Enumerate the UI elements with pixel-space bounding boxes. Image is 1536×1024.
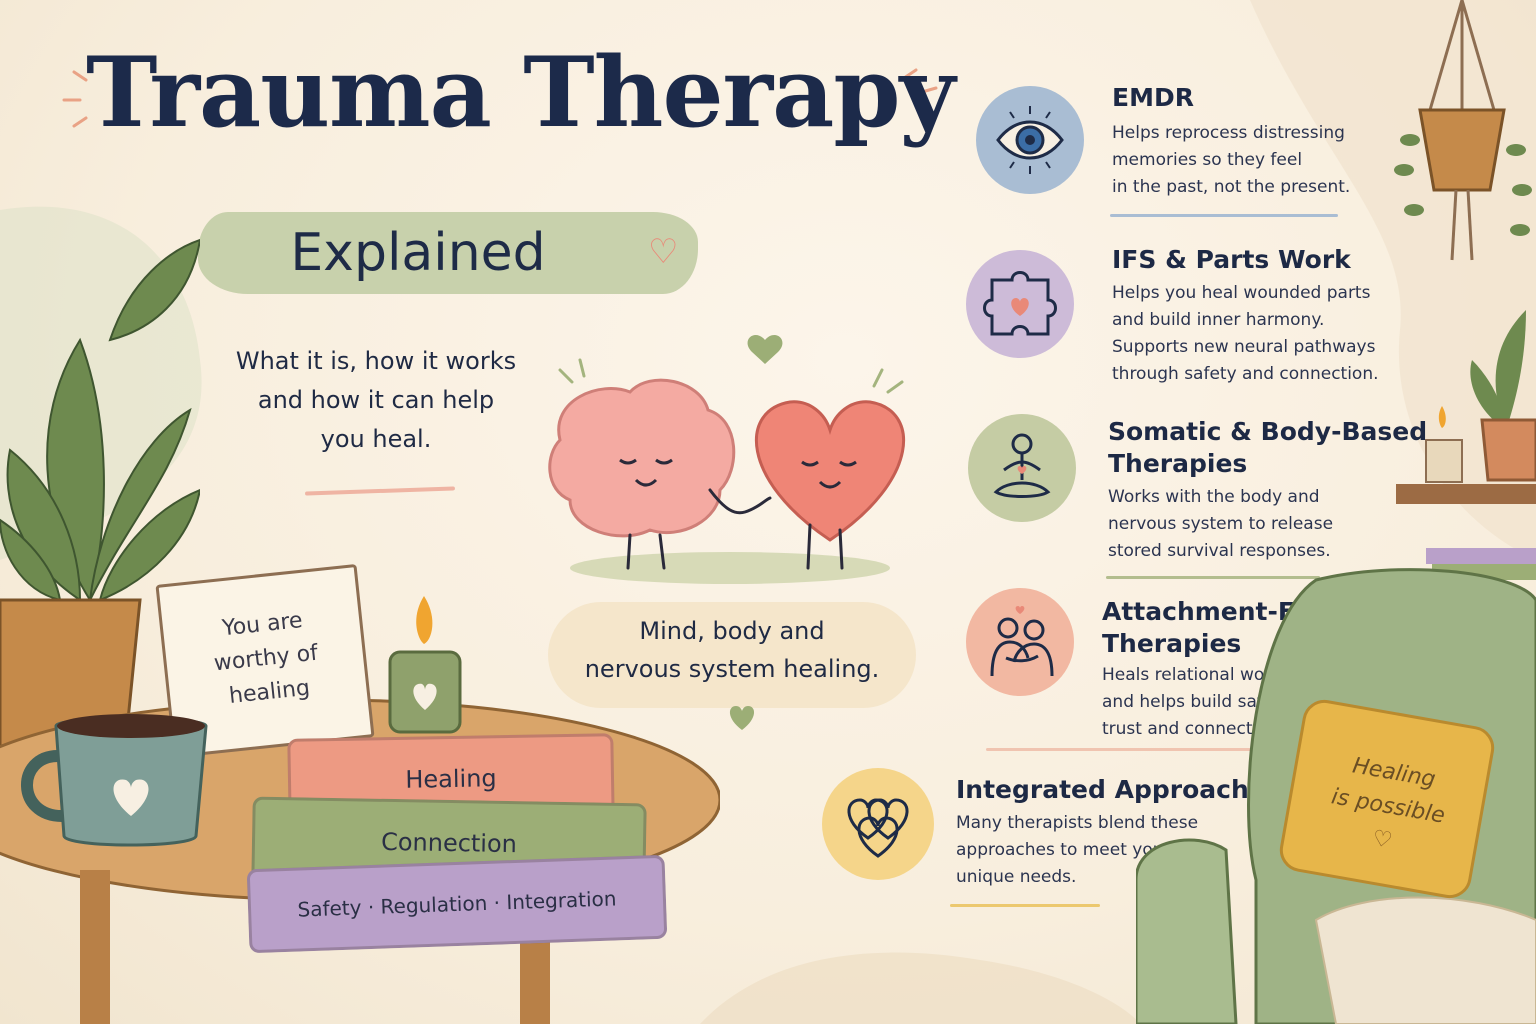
mug-handle xyxy=(21,750,63,822)
throw-blanket xyxy=(1314,896,1536,1024)
title-line: Therapies xyxy=(1102,629,1242,658)
bubble-line: Mind, body and xyxy=(639,617,825,645)
flame-icon xyxy=(1438,406,1446,428)
leaf xyxy=(89,407,192,601)
leaf xyxy=(1470,360,1506,430)
description-line: Many therapists blend these xyxy=(956,813,1199,833)
subtitle-banner xyxy=(198,212,698,294)
title-sparkles xyxy=(62,68,938,128)
therapy-title: Somatic & Body-Based Therapies xyxy=(1108,416,1427,480)
tagline-line: What it is, how it works xyxy=(235,347,517,375)
description-line: Helps you heal wounded parts xyxy=(1112,283,1371,303)
description-line: and helps build safety, xyxy=(1102,692,1296,712)
book-safety-regulation-integration: Safety · Regulation · Integration xyxy=(246,854,668,954)
leaf xyxy=(98,488,200,602)
candle xyxy=(1425,439,1463,483)
divider xyxy=(1110,214,1338,217)
therapy-icon-circle xyxy=(968,414,1076,522)
divider xyxy=(1106,576,1320,579)
divider xyxy=(950,904,1100,907)
title-line: Somatic & Body-Based xyxy=(1108,417,1428,446)
holding-hands xyxy=(708,488,772,515)
heart-icon xyxy=(729,706,755,730)
smile xyxy=(634,478,658,487)
description-line: through safety and connection. xyxy=(1112,364,1379,384)
therapy-icon-circle xyxy=(822,768,934,880)
description-line: Works with the body and xyxy=(1108,487,1320,507)
description-line: Helps reprocess distressing xyxy=(1112,123,1345,143)
shelf-board xyxy=(1396,484,1536,504)
description-line: Heals relational wounds xyxy=(1102,665,1306,685)
chair-arm xyxy=(1136,838,1238,1024)
description-line: trust and connection. xyxy=(1102,719,1284,739)
brain-and-heart-characters xyxy=(548,335,906,584)
heart-character xyxy=(754,400,906,542)
page-subtitle: Explained xyxy=(290,223,546,283)
leaf xyxy=(108,238,200,342)
description-line: Supports new neural pathways xyxy=(1112,337,1376,357)
candle-illustration xyxy=(388,596,462,734)
description-line: memories so they feel xyxy=(1112,150,1303,170)
therapy-icon-circle xyxy=(966,588,1074,696)
therapy-icon-circle xyxy=(976,86,1084,194)
therapy-description: Many therapists blend these approaches t… xyxy=(956,810,1198,891)
therapy-icon-circle xyxy=(966,250,1074,358)
therapy-description: Helps you heal wounded parts and build i… xyxy=(1112,280,1379,388)
closed-eyes xyxy=(619,458,673,465)
brain-character xyxy=(548,378,736,538)
description-line: nervous system to release xyxy=(1108,514,1334,534)
bubble-line: nervous system healing. xyxy=(584,655,880,683)
therapy-description: Works with the body and nervous system t… xyxy=(1108,484,1333,565)
description-line: unique needs. xyxy=(956,867,1077,887)
interlocking-hearts-icon xyxy=(847,798,909,858)
meditation-icon xyxy=(993,433,1051,498)
planter xyxy=(1418,108,1506,192)
smile xyxy=(818,480,842,489)
description-line: approaches to meet your xyxy=(956,840,1171,860)
closed-eyes xyxy=(801,460,857,467)
speech-bubble xyxy=(548,602,916,708)
therapy-title: IFS & Parts Work xyxy=(1112,245,1351,274)
therapy-description: Heals relational wounds and helps build … xyxy=(1102,662,1305,743)
eye-icon xyxy=(996,106,1064,174)
shelf-illustration xyxy=(1396,310,1536,580)
therapy-description: Helps reprocess distressing memories so … xyxy=(1112,120,1350,201)
leaf xyxy=(0,518,62,602)
plant-pot xyxy=(1480,418,1536,482)
page-title: Trauma Therapy xyxy=(86,36,955,149)
flame-icon xyxy=(416,596,433,644)
heart-icon: ♡ xyxy=(648,232,679,272)
mug-illustration xyxy=(21,714,208,847)
leaf xyxy=(1495,310,1526,430)
heart-icon xyxy=(747,335,783,364)
speech-bubble-text: Mind, body and nervous system healing. xyxy=(560,612,904,688)
tagline-line: and how it can help xyxy=(257,386,495,414)
therapy-title: Integrated Approaches xyxy=(956,775,1281,804)
title-line: Therapies xyxy=(1108,449,1248,478)
puzzle-heart-icon xyxy=(983,271,1057,336)
ground-shadow xyxy=(570,552,890,584)
tagline-line: you heal. xyxy=(320,425,432,453)
heart-icon xyxy=(113,779,149,816)
hanging-plant-illustration xyxy=(1394,0,1532,261)
description-line: in the past, not the present. xyxy=(1112,177,1351,197)
bottom-wash xyxy=(700,952,1140,1024)
therapy-title: EMDR xyxy=(1112,83,1194,112)
divider xyxy=(986,748,1278,751)
heart-icon xyxy=(413,683,437,710)
coffee xyxy=(57,714,205,738)
description-line: stored survival responses. xyxy=(1108,541,1331,561)
description-line: and build inner harmony. xyxy=(1112,310,1325,330)
stacked-book xyxy=(1426,548,1536,564)
table-leg xyxy=(80,870,110,1024)
tagline: What it is, how it works and how it can … xyxy=(196,342,556,459)
embrace-icon xyxy=(990,606,1054,677)
